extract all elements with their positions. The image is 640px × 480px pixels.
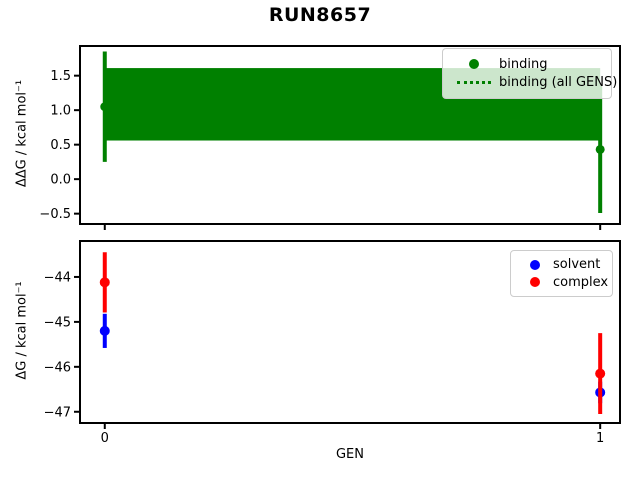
legend-item-label: binding (all GENS) — [499, 75, 618, 91]
legend-dot-marker-icon — [523, 277, 547, 288]
marker-complex-gen0 — [99, 277, 110, 288]
legend-item-label: solvent — [553, 257, 601, 273]
legend-item-label: complex — [553, 274, 609, 290]
marker-binding-gen0 — [100, 102, 110, 112]
legend-dot-marker-icon — [523, 259, 547, 270]
marker-complex-gen1 — [595, 368, 606, 379]
x-tick-label: 1 — [596, 431, 604, 446]
figure-title: RUN8657 — [268, 4, 372, 26]
y-tick-label: −44 — [44, 270, 71, 285]
top-legend: binding binding (all GENS) — [442, 48, 617, 99]
y-tick-label: 1.5 — [50, 69, 71, 84]
legend-dot-marker-icon — [455, 59, 493, 70]
y-tick-label: −47 — [44, 405, 71, 420]
legend-marker-glyph — [530, 259, 540, 270]
legend-dotted-line-icon — [455, 81, 493, 85]
bottom-y-axis-label: ΔG / kcal mol⁻¹ — [14, 281, 30, 380]
x-tick-label: 0 — [101, 431, 109, 446]
legend-marker-glyph — [457, 81, 491, 85]
marker-binding-gen1 — [595, 144, 605, 154]
legend-item-binding-all-gens-: binding (all GENS) — [455, 75, 617, 90]
top-y-axis-label: ΔΔG / kcal mol⁻¹ — [14, 79, 30, 188]
legend-item-complex: complex — [523, 275, 608, 290]
y-tick-label: 0.0 — [50, 173, 71, 188]
axes-spines — [79, 45, 621, 225]
legend-item-binding: binding — [455, 57, 603, 72]
axes-spines — [79, 240, 621, 424]
y-tick-label: −45 — [44, 315, 71, 330]
legend-item-solvent: solvent — [523, 257, 604, 272]
x-axis-label: GEN — [335, 447, 364, 462]
y-tick-label: 1.0 — [50, 104, 71, 119]
y-tick-label: 0.5 — [50, 138, 71, 153]
y-tick-label: −0.5 — [39, 207, 71, 222]
legend-item-label: binding — [499, 56, 548, 72]
legend-marker-glyph — [469, 59, 479, 70]
y-tick-label: −46 — [44, 360, 71, 375]
legend-marker-glyph — [530, 277, 540, 288]
marker-solvent-gen0 — [99, 325, 110, 336]
